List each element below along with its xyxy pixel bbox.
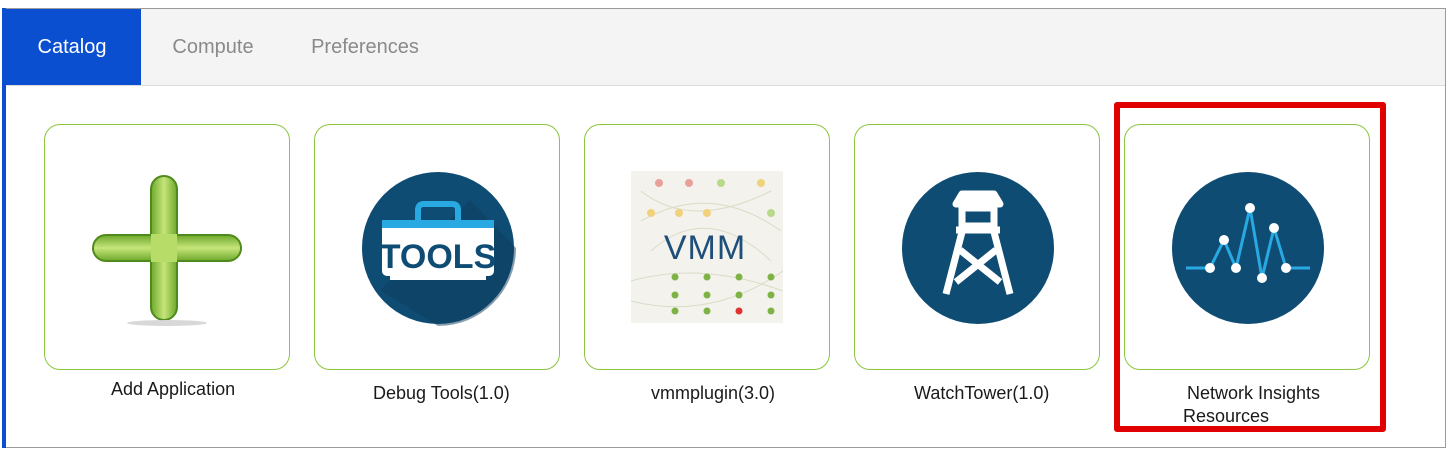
tab-catalog[interactable]: Catalog bbox=[3, 9, 141, 85]
tab-compute[interactable]: Compute bbox=[172, 35, 254, 58]
add-application-label: Add Application bbox=[111, 379, 236, 399]
app-catalog-panel: Catalog Compute Preferences bbox=[2, 8, 1446, 448]
tab-preferences[interactable]: Preferences bbox=[311, 35, 419, 58]
vmmplugin-label: vmmplugin(3.0) bbox=[651, 383, 776, 403]
watchtower-label: WatchTower(1.0) bbox=[914, 383, 1050, 403]
plus-icon bbox=[92, 175, 242, 326]
watchtower-icon bbox=[902, 172, 1054, 324]
vmm-network-icon: VMM bbox=[631, 171, 783, 323]
toolbox-icon: TOOLS bbox=[362, 172, 516, 326]
vmmplugin-tile[interactable]: VMM bbox=[584, 124, 830, 370]
vmm-icon-text: VMM bbox=[664, 229, 746, 267]
network-insights-label-line2: Resources bbox=[1183, 406, 1270, 426]
watchtower-tile[interactable] bbox=[854, 124, 1100, 370]
tools-icon-text: TOOLS bbox=[380, 238, 497, 276]
network-insights-tile[interactable] bbox=[1124, 124, 1370, 370]
accent-edge bbox=[2, 8, 6, 448]
debug-tools-label: Debug Tools(1.0) bbox=[373, 383, 510, 403]
debug-tools-tile[interactable]: TOOLS bbox=[314, 124, 560, 370]
tab-bar: Catalog Compute Preferences bbox=[3, 9, 1445, 86]
network-insights-icon bbox=[1172, 172, 1324, 324]
network-insights-label-line1: Network Insights bbox=[1187, 383, 1321, 403]
add-application-tile[interactable] bbox=[44, 124, 290, 370]
